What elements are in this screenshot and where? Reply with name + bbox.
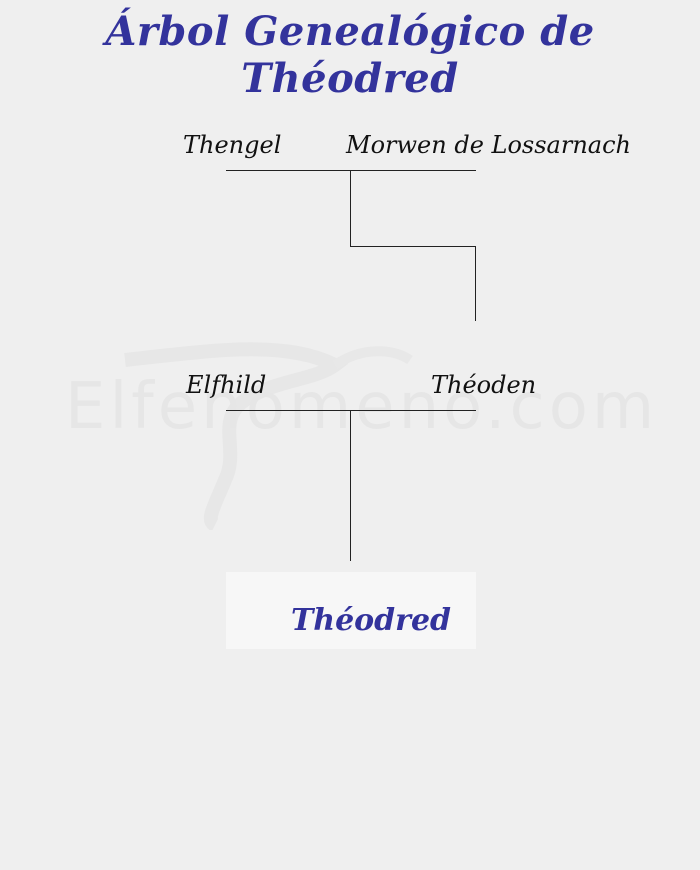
watermark-logo: Elfenomeno.com xyxy=(65,340,659,532)
parents-descent-line xyxy=(350,410,351,561)
grandmother-name: Morwen de Lossarnach xyxy=(346,131,631,159)
grandparents-branch-line xyxy=(350,246,476,247)
subject-name: Théodred xyxy=(290,603,452,638)
subject-box: Théodred xyxy=(226,572,476,649)
parents-marriage-line xyxy=(226,410,476,411)
grandfather-name: Thengel xyxy=(183,131,282,159)
watermark-text: Elfenomeno.com xyxy=(65,370,659,444)
grandparents-descent-line xyxy=(350,170,351,247)
dragon-logo-icon xyxy=(124,342,413,532)
grandparents-marriage-line xyxy=(226,170,476,171)
father-name: Théoden xyxy=(431,371,537,399)
theoden-link-line xyxy=(475,246,476,321)
page-title: Árbol Genealógico de Théodred xyxy=(105,8,595,102)
mother-name: Elfhild xyxy=(186,371,267,399)
